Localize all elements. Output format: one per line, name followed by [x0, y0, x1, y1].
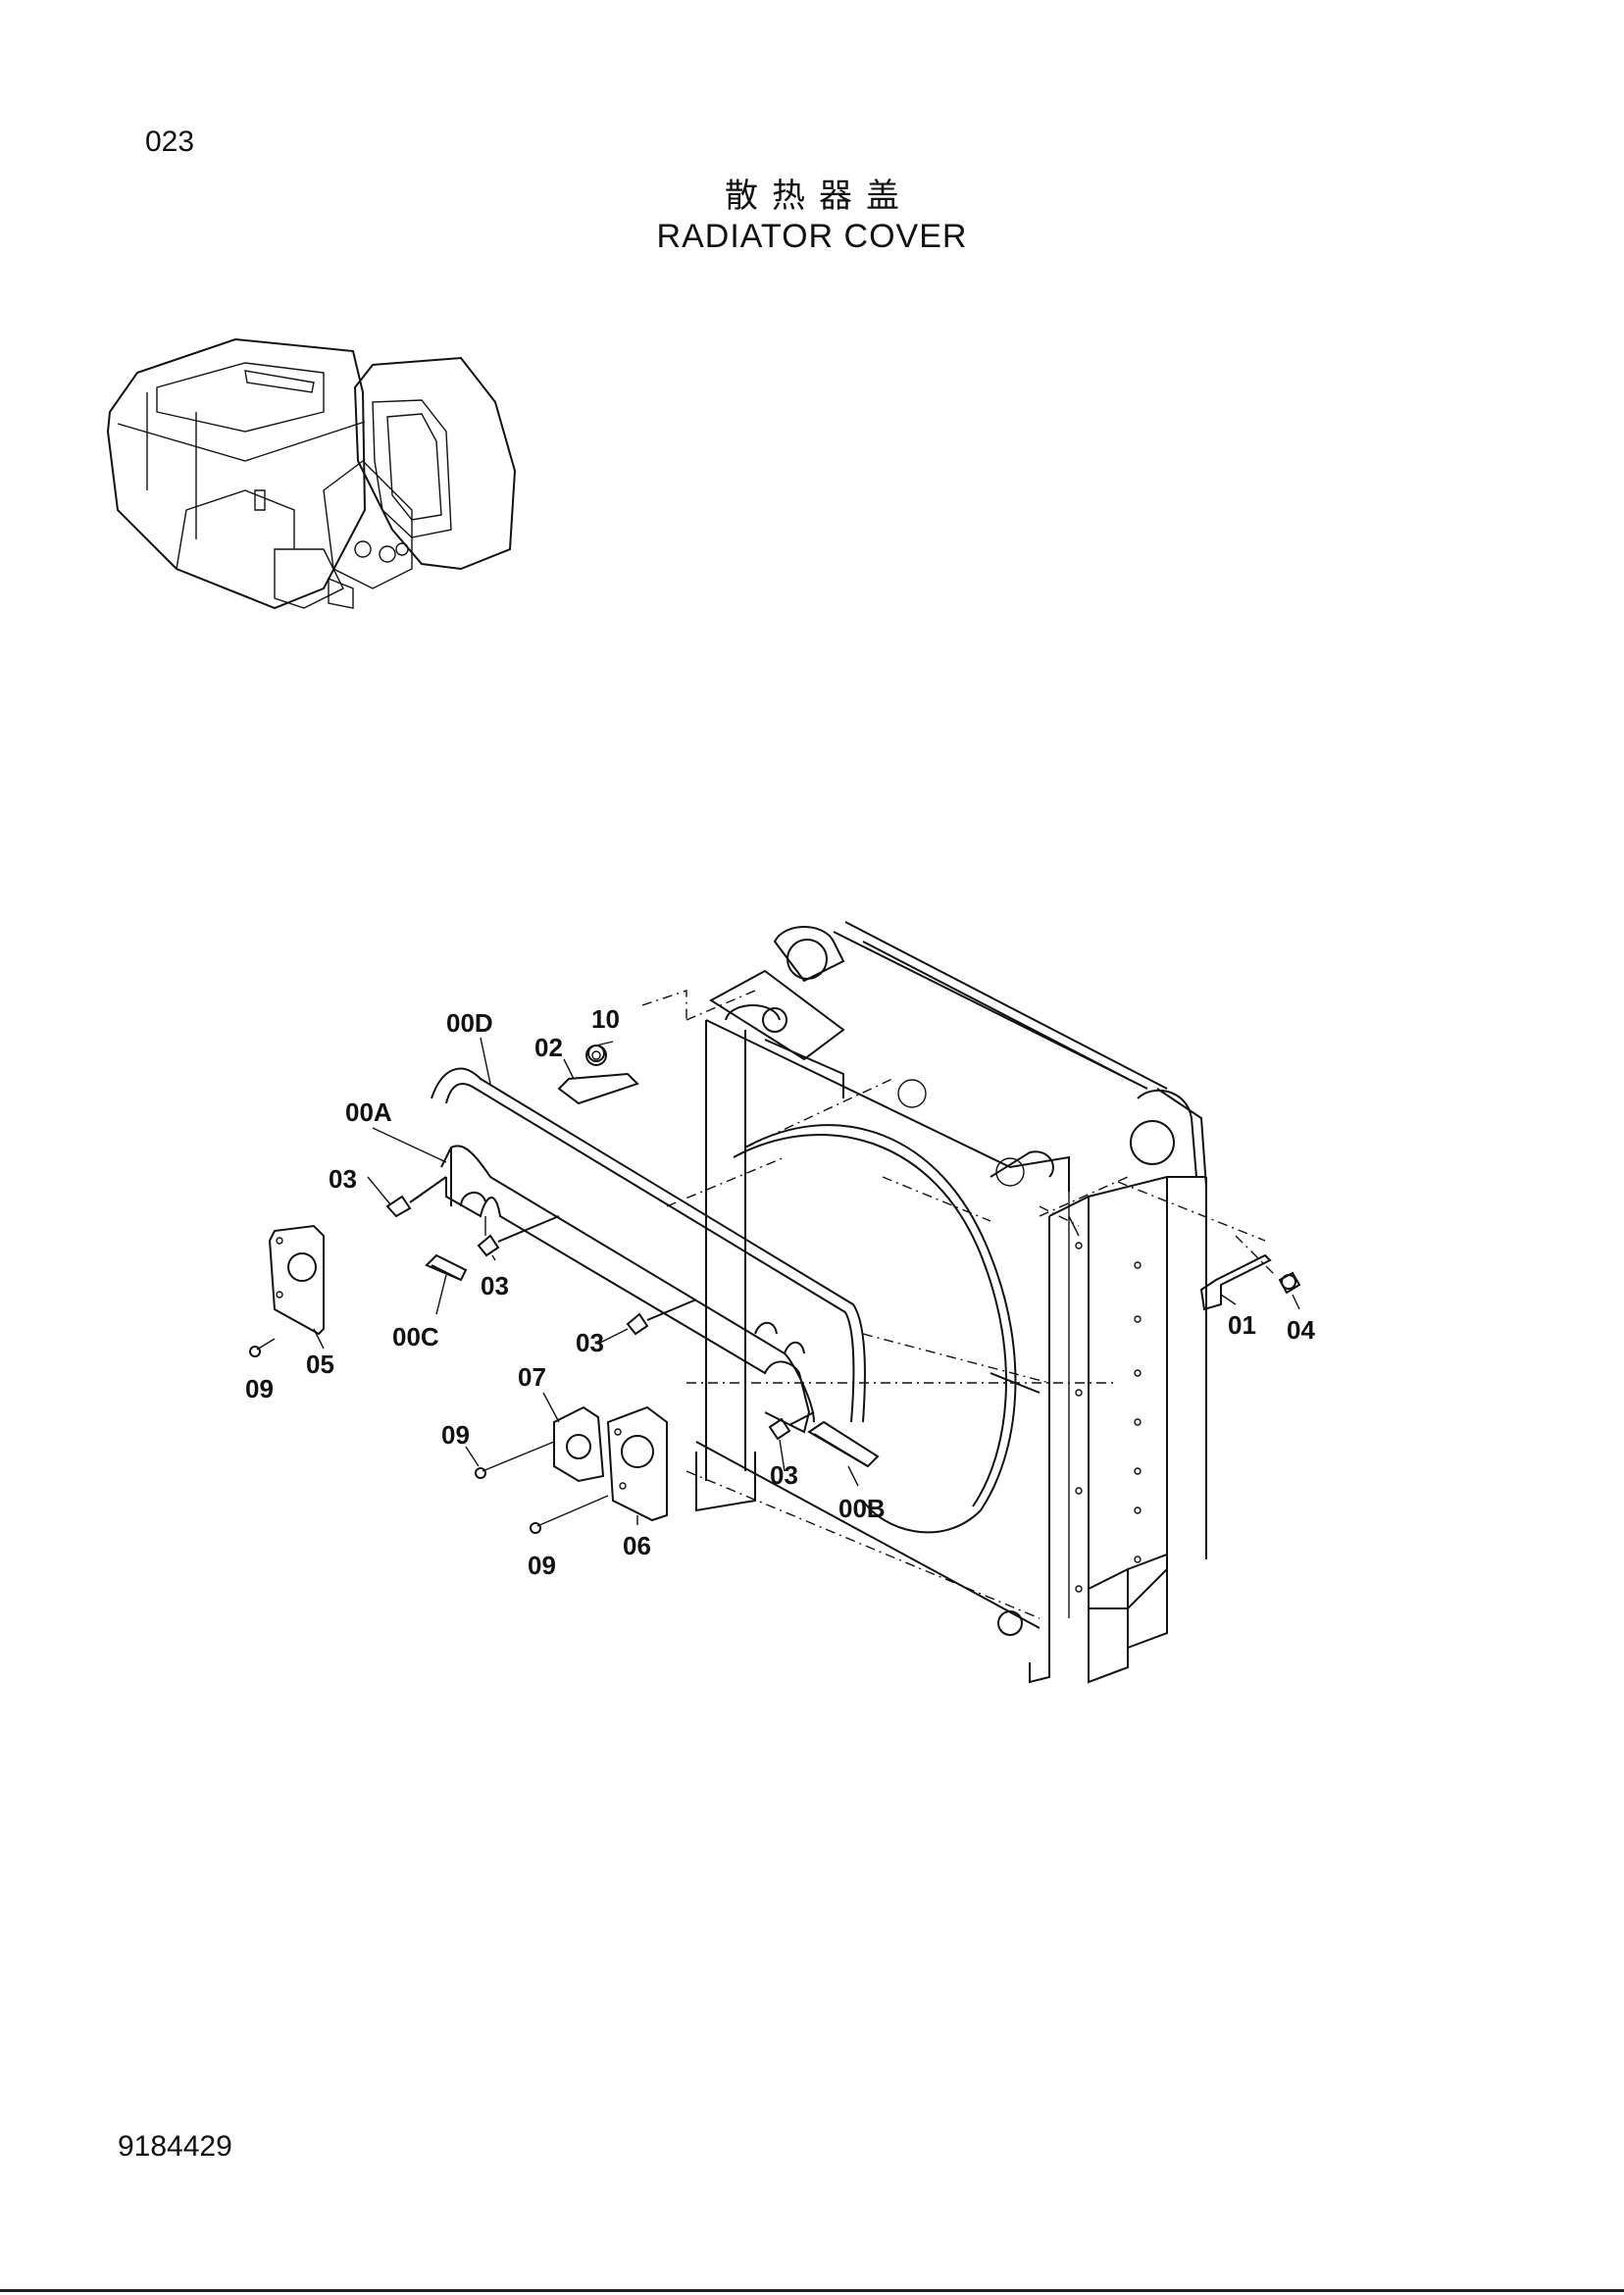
callout-03-upper: 03 — [329, 1164, 357, 1194]
callout-09-mid: 09 — [441, 1420, 470, 1450]
page-number: 023 — [145, 126, 195, 158]
bolt-04 — [1278, 1271, 1301, 1295]
callout-06: 06 — [623, 1531, 651, 1560]
callout-04: 04 — [1287, 1315, 1315, 1345]
callout-01: 01 — [1228, 1310, 1256, 1340]
callout-03-lower: 03 — [770, 1460, 798, 1490]
bolt-03-lower — [768, 1411, 815, 1441]
callout-00B: 00B — [838, 1494, 886, 1523]
callout-09-left: 09 — [245, 1374, 274, 1403]
bolt-03-center — [626, 1299, 697, 1336]
callout-10: 10 — [591, 1004, 620, 1034]
callout-00A: 00A — [345, 1097, 392, 1127]
title-english: RADIATOR COVER — [656, 218, 968, 255]
screw-09-left — [249, 1338, 276, 1357]
callout-07: 07 — [518, 1362, 546, 1392]
callout-05: 05 — [306, 1350, 334, 1379]
callout-02: 02 — [534, 1033, 563, 1062]
screw-09-mid — [475, 1441, 555, 1479]
callout-03-center: 03 — [576, 1328, 604, 1357]
callout-09-lower: 09 — [528, 1551, 556, 1580]
callout-00D: 00D — [446, 1008, 493, 1038]
document-number: 9184429 — [118, 2130, 232, 2163]
frame-bolt-holes — [1075, 1242, 1142, 1593]
bottom-rule — [0, 2289, 1624, 2292]
bolt-03-mid — [477, 1215, 560, 1257]
screw-09-lower — [530, 1495, 609, 1534]
excavator-locator-illustration — [106, 337, 517, 610]
callout-00C: 00C — [392, 1322, 439, 1352]
title-chinese: 散热器盖 — [725, 177, 913, 216]
callout-03-mid: 03 — [481, 1271, 509, 1300]
bolt-03-upper — [385, 1176, 447, 1218]
radiator-assembly-drawing — [249, 921, 1301, 1684]
